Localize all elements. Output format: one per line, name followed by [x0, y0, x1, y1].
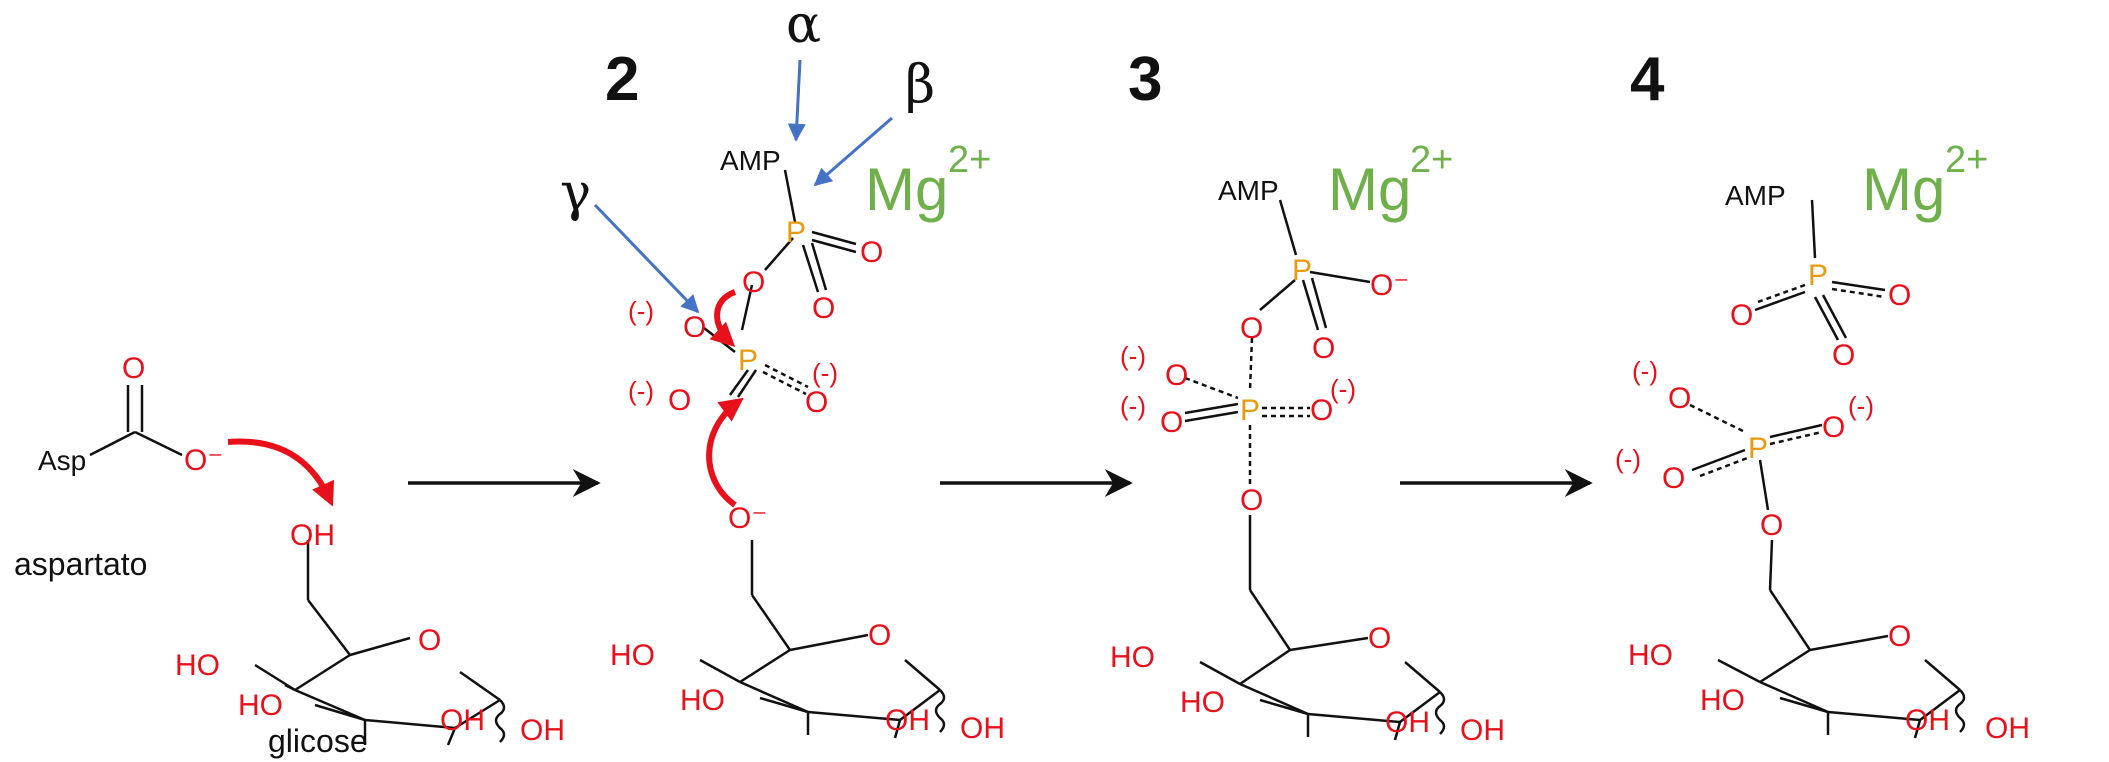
- asp-atom: Asp: [38, 445, 86, 476]
- neg-b-3: (-): [1120, 391, 1146, 421]
- alpha-arrow: [787, 59, 806, 142]
- o-alpha-a-4: O: [1730, 299, 1753, 332]
- tp-bonds-3: [1184, 199, 1371, 590]
- glucose3-oh-2: OH: [1385, 706, 1430, 739]
- o-gamma-b-4: O: [1662, 462, 1685, 495]
- panel-3: 3 Mg 2+ AMP P O⁻ O O P O (-) O (-) O (-): [1110, 45, 1505, 747]
- glucose-structure-3: O HO HO OH OH: [1110, 589, 1505, 747]
- neg-a-3: (-): [1120, 341, 1146, 371]
- o-minus-3: O⁻: [1370, 269, 1409, 302]
- o-bridge-3: O: [1240, 312, 1263, 345]
- o-gamma-c-3: O: [1310, 394, 1333, 427]
- glucose-ho-4: HO: [175, 649, 220, 682]
- glucose2-ring-oxygen: O: [868, 619, 891, 652]
- aspartate-structure: [89, 385, 183, 457]
- o-alpha-b-4: O: [1888, 279, 1911, 312]
- glucose3-ho-3: HO: [1180, 686, 1225, 719]
- attack-arrow-1: [227, 438, 335, 507]
- glucose4-ho-4: HO: [1628, 639, 1673, 672]
- attack-arrow-2a: [709, 289, 737, 347]
- o-alpha-b-2: O: [812, 292, 835, 325]
- glucose3-ring-oxygen: O: [1368, 622, 1391, 655]
- o-gamma-a-3: O: [1165, 359, 1188, 392]
- glucose4-ho-3: HO: [1700, 684, 1745, 717]
- amp-4: AMP: [1725, 180, 1786, 211]
- neg-c-4: (-): [1848, 391, 1874, 421]
- o-gamma-c-4: O: [1822, 411, 1845, 444]
- glucose4-oh-1: OH: [1985, 712, 2030, 745]
- mg-ion-4: Mg: [1862, 156, 1945, 223]
- glucose2-oh-2: OH: [885, 704, 930, 737]
- amp-3: AMP: [1218, 175, 1279, 206]
- glucose3-oh-1: OH: [1460, 714, 1505, 747]
- amp-2: AMP: [720, 145, 781, 176]
- o-alpha-c-4: O: [1832, 339, 1855, 372]
- glucose3-ho-4: HO: [1110, 641, 1155, 674]
- p-gamma-3: P: [1240, 394, 1260, 427]
- glucose2-ho-4: HO: [610, 639, 655, 672]
- gamma-arrow: [593, 203, 700, 314]
- carboxylate-oxygen: O⁻: [184, 444, 223, 477]
- o-ester-3: O: [1240, 484, 1263, 517]
- neg-a-2: (-): [628, 296, 654, 326]
- mg-ion-2: Mg: [865, 156, 948, 223]
- glucose4-ring-oxygen: O: [1888, 620, 1911, 653]
- panel-1: Asp O O⁻ aspartato OH: [14, 352, 565, 759]
- step-number-4: 4: [1630, 45, 1665, 114]
- mg-charge-3: 2+: [1410, 139, 1453, 181]
- o-gamma-a-4: O: [1668, 382, 1691, 415]
- o-alpha-b-3: O: [1312, 332, 1335, 365]
- p-alpha-3: P: [1292, 254, 1312, 287]
- step-number-2: 2: [605, 45, 639, 114]
- p-alpha-4: P: [1808, 259, 1828, 292]
- carbonyl-oxygen: O: [122, 352, 145, 385]
- neg-b-2: (-): [628, 376, 654, 406]
- glucose-structure-4: O HO HO OH OH: [1628, 589, 2030, 745]
- o-gamma-c-2: O: [805, 386, 828, 419]
- p-gamma-2: P: [738, 344, 758, 377]
- glucose2-oh-1: OH: [960, 712, 1005, 745]
- glucose-structure-1: OH O HO HO OH OH: [175, 519, 565, 747]
- panel-2: 2 α β γ Mg 2+ AMP P O O O P O (: [560, 0, 1005, 745]
- glucose4-oh-2: OH: [1905, 704, 1950, 737]
- mg-charge-2: 2+: [948, 139, 991, 181]
- o-gamma-b-3: O: [1160, 406, 1183, 439]
- neg-b-4: (-): [1615, 444, 1641, 474]
- step-number-3: 3: [1128, 45, 1162, 114]
- gamma-label: γ: [560, 163, 591, 223]
- atp-bonds-2: [703, 169, 857, 398]
- o-ester-4: O: [1760, 509, 1783, 542]
- glucose2-o-minus: O⁻: [728, 502, 767, 535]
- o-bridge-2: O: [742, 266, 765, 299]
- beta-label: β: [905, 55, 935, 115]
- glucose-oh-6: OH: [290, 519, 335, 552]
- glucose-oh-2: OH: [440, 704, 485, 737]
- neg-a-4: (-): [1632, 356, 1658, 386]
- glucose-structure-2: O⁻ O HO HO OH OH: [610, 502, 1005, 745]
- o-alpha-a-2: O: [860, 236, 883, 269]
- glucose-ho-3: HO: [238, 689, 283, 722]
- alpha-label: α: [786, 0, 821, 55]
- glucose-oh-1: OH: [520, 714, 565, 747]
- aspartate-label: aspartato: [14, 546, 147, 582]
- o-gamma-a-2: O: [683, 311, 706, 344]
- o-gamma-b-2: O: [668, 384, 691, 417]
- attack-arrow-2b: [706, 397, 744, 508]
- amp-bonds-4: [1689, 199, 1886, 591]
- neg-c-3: (-): [1330, 374, 1356, 404]
- p-alpha-2: P: [786, 216, 806, 249]
- glucose2-ho-3: HO: [680, 684, 725, 717]
- beta-arrow: [813, 116, 893, 187]
- p-gamma-4: P: [1748, 432, 1768, 465]
- glucose-label: glicose: [268, 723, 368, 759]
- mg-ion-3: Mg: [1328, 156, 1411, 223]
- neg-c-2: (-): [812, 358, 838, 388]
- glucose-ring-oxygen: O: [418, 624, 441, 657]
- mg-charge-4: 2+: [1945, 139, 1988, 181]
- panel-4: 4 Mg 2+ AMP P O O O P O (-) O (-) O: [1615, 45, 2030, 745]
